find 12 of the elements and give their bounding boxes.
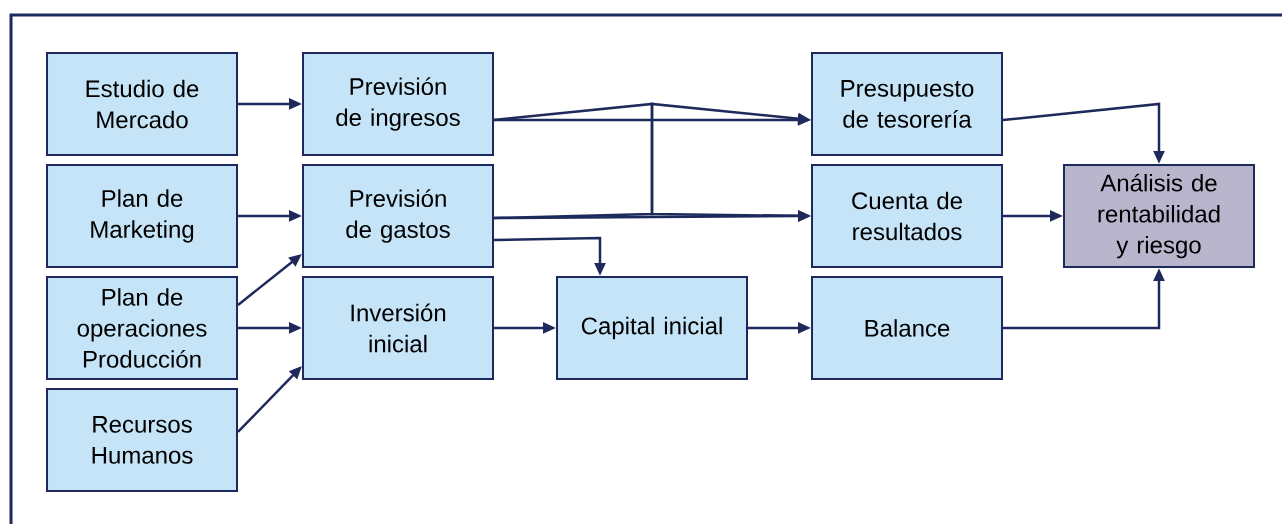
process-box: Capital inicial (556, 276, 748, 380)
process-box: Inversión inicial (302, 276, 494, 380)
process-box: Recursos Humanos (46, 388, 238, 492)
process-box: Plan de operaciones Producción (46, 276, 238, 380)
process-box: Análisis de rentabilidad y riesgo (1063, 164, 1255, 268)
process-box: Plan de Marketing (46, 164, 238, 268)
process-box: Balance (811, 276, 1003, 380)
process-box: Presupuesto de tesorería (811, 52, 1003, 156)
process-box: Previsión de ingresos (302, 52, 494, 156)
process-box: Cuenta de resultados (811, 164, 1003, 268)
process-box: Previsión de gastos (302, 164, 494, 268)
process-box: Estudio de Mercado (46, 52, 238, 156)
